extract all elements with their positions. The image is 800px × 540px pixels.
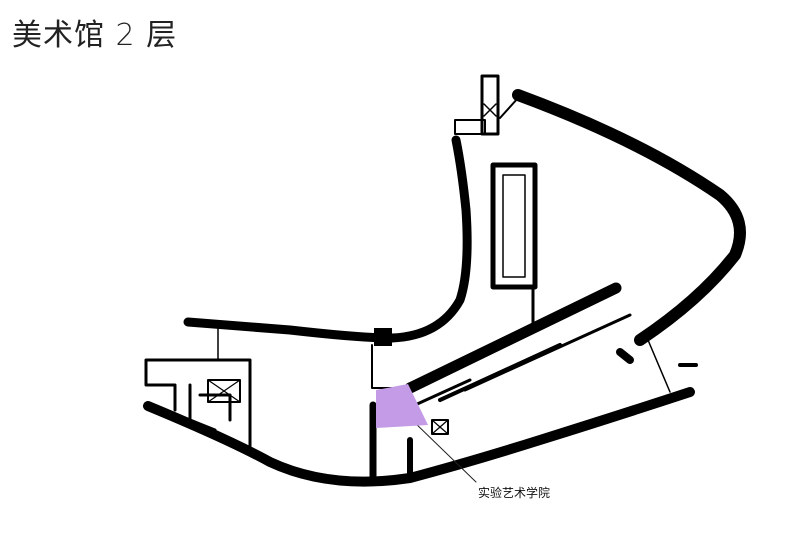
top-tower-cross	[483, 103, 497, 117]
callout-leader	[411, 419, 477, 483]
central-court-outer	[490, 162, 538, 290]
left-stair	[207, 379, 241, 403]
east-mark-1	[616, 348, 634, 364]
slit-3	[413, 378, 472, 407]
left-building	[144, 358, 252, 457]
joint-block	[374, 328, 392, 346]
connector-line-1	[371, 344, 406, 389]
wall-east-curve	[512, 89, 746, 346]
highlight-area[interactable]	[376, 384, 428, 428]
callout-label: 实验艺术学院	[478, 485, 550, 500]
page-title: 美术馆 2 层	[12, 18, 178, 53]
top-tower	[480, 74, 500, 136]
slit-2	[463, 313, 632, 392]
left-stair-cross	[207, 379, 241, 403]
connector-line-3	[647, 339, 671, 393]
wall-upper-curve	[183, 135, 472, 343]
elevator-box	[431, 419, 449, 435]
central-court-inner	[502, 174, 526, 278]
elevator-cross	[431, 419, 449, 435]
wall-gallery-diagonal	[404, 282, 622, 394]
connector-line-4	[499, 97, 519, 119]
top-tower-annex	[454, 119, 486, 135]
